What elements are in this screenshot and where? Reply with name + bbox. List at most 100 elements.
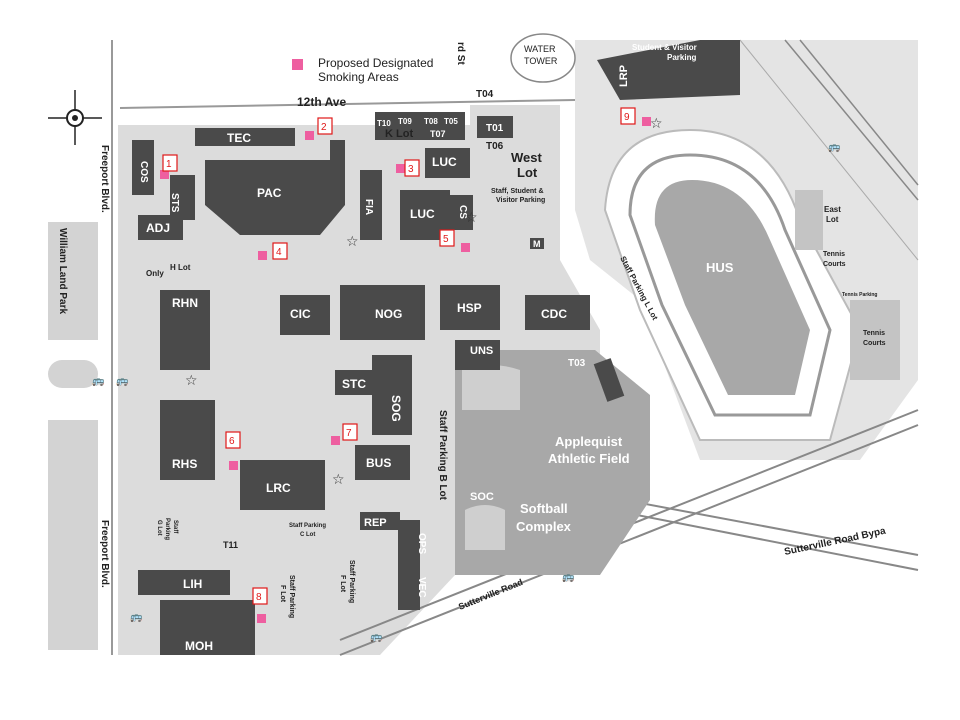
label-tennis-parking: Tennis Parking: [842, 292, 877, 298]
building-t03: [593, 358, 625, 402]
label-water-tower-1: WATER: [524, 44, 556, 54]
label-softball-2: Complex: [516, 519, 572, 534]
building-rep: [360, 512, 400, 530]
label-hsp: HSP: [457, 301, 482, 315]
label-luc-2: LUC: [410, 207, 435, 221]
label-nog: NOG: [375, 307, 402, 321]
smoking-dot-4: [258, 251, 267, 260]
building-tec: [195, 128, 295, 146]
street-william-land-park: William Land Park: [57, 228, 68, 314]
label-rep: REP: [364, 517, 387, 529]
label-t07: T07: [430, 129, 446, 139]
star-icon: ☆: [332, 472, 345, 488]
label-tennis-1a: Tennis: [823, 251, 845, 258]
smoking-marker-6: [225, 431, 241, 449]
building-fia: [360, 170, 382, 240]
building-sog: [372, 355, 412, 435]
label-bus: BUS: [366, 456, 391, 470]
label-t05: T05: [444, 117, 458, 126]
building-lrc: [240, 460, 325, 510]
star-markers: ☆ ☆ ☆ ☆ ☆: [185, 116, 663, 488]
smoking-marker-label-1: 1: [166, 159, 172, 170]
bus-stop-icon: 🚌: [828, 142, 841, 153]
label-ops: OPS: [416, 533, 427, 554]
smoking-marker-label-6: 6: [229, 436, 235, 447]
compass-icon: [48, 90, 102, 145]
smoking-dot-6: [229, 461, 238, 470]
map-legend: Proposed Designated Smoking Areas: [292, 56, 452, 84]
smoking-area-markers: 1 2 3 4 5 6 7 8 9: [162, 107, 636, 605]
smoking-marker-label-4: 4: [276, 247, 282, 258]
field-labels: Applequist Athletic Field Softball Compl…: [470, 43, 697, 534]
building-cs: [448, 195, 473, 230]
rail-line-3: [739, 39, 919, 261]
building-lih: [138, 570, 230, 595]
street-rd-st: rd St: [455, 42, 466, 65]
building-luc-north: [425, 148, 470, 178]
label-east-lot-1: East: [824, 205, 841, 214]
label-cdc: CDC: [541, 307, 567, 321]
label-t06: T06: [486, 141, 504, 152]
building-uns: [455, 340, 500, 370]
rail-line-2: [799, 39, 919, 186]
star-icon: ☆: [185, 373, 198, 389]
label-student-visitor-2: Parking: [667, 53, 696, 62]
smoking-dot-3: [396, 164, 405, 173]
building-cos: [132, 140, 154, 195]
smoking-marker-7: [342, 423, 358, 441]
label-staff-parking-g2: Parking: [164, 518, 170, 540]
star-icon: ☆: [465, 210, 478, 226]
building-adj: [138, 215, 183, 240]
water-tower: [510, 33, 576, 83]
label-moh: MOH: [185, 639, 213, 653]
bus-stop-icon: 🚌: [562, 572, 575, 583]
building-sts: [170, 175, 195, 220]
label-tennis-1b: Courts: [823, 261, 846, 268]
park-strip-south: [48, 420, 98, 650]
building-t01: [477, 116, 513, 138]
legend-label-line2: Smoking Areas: [318, 70, 399, 84]
legend-label-line1: Proposed Designated: [318, 56, 434, 70]
tennis-courts-1: [795, 190, 823, 250]
building-moh: [160, 600, 255, 655]
label-t04: T04: [476, 89, 494, 100]
building-lrp: [597, 40, 740, 100]
road-12th-ave: [119, 99, 576, 109]
smoking-marker-9: [620, 107, 636, 125]
label-tennis-2b: Courts: [863, 340, 886, 347]
smoking-dot-8: [257, 614, 266, 623]
label-west-lot-sub1: Staff, Student &: [491, 188, 544, 195]
bus-stop-icon: 🚌: [92, 376, 105, 387]
label-vec: VEC: [416, 577, 427, 598]
label-t08: T08: [424, 117, 438, 126]
smoking-dot-7: [331, 436, 340, 445]
smoking-marker-5: [439, 229, 455, 247]
buildings-layer: [132, 40, 740, 655]
smoking-dot-2: [305, 131, 314, 140]
street-freeport-top: Freeport Blvd.: [99, 145, 110, 213]
star-icon: ☆: [650, 116, 663, 132]
building-labels: TEC COS STS ADJ PAC FIA LUC LUC CS T10 T…: [138, 65, 734, 653]
label-west-lot-sub2: Visitor Parking: [496, 197, 545, 204]
label-staff-parking-c2: C Lot: [300, 532, 315, 538]
bus-stop-icon: 🚌: [130, 612, 143, 623]
label-west-lot-2: Lot: [517, 165, 538, 180]
label-west-lot-1: West: [511, 150, 542, 165]
smoking-marker-1: [162, 154, 178, 172]
label-lrc: LRC: [266, 481, 291, 495]
bus-stops: 🚌 🚌 🚌 🚌 🚌 🚌: [92, 142, 841, 643]
building-ops-vec: [398, 520, 420, 610]
label-staff-parking-f3: Staff Parking: [348, 560, 355, 603]
building-cdc: [525, 295, 590, 330]
smoking-marker-label-3: 3: [408, 164, 414, 175]
label-t03: T03: [568, 358, 586, 369]
label-sts: STS: [169, 193, 180, 213]
label-k-lot: K Lot: [385, 128, 413, 140]
softball-infield: [465, 505, 505, 550]
label-t09: T09: [398, 117, 412, 126]
smoking-marker-2: [317, 117, 333, 135]
bus-stop-icon: 🚌: [370, 632, 383, 643]
label-cs: CS: [457, 205, 468, 219]
label-east-lot-2: Lot: [826, 215, 839, 224]
